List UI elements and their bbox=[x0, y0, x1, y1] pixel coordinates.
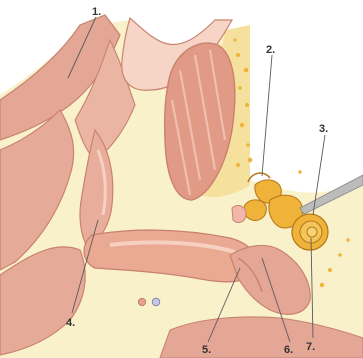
callout-5: 5. bbox=[202, 344, 211, 356]
callout-7: 7. bbox=[306, 341, 315, 353]
small-nerve bbox=[152, 298, 160, 306]
cochlea-inner bbox=[307, 227, 317, 237]
small-vessel bbox=[138, 298, 145, 305]
callout-3: 3. bbox=[319, 123, 328, 135]
callout-4: 4. bbox=[66, 317, 75, 329]
eardrum-pink bbox=[232, 206, 246, 223]
callout-1: 1. bbox=[92, 6, 101, 18]
callout-6: 6. bbox=[284, 344, 293, 356]
ossicle-lower bbox=[244, 200, 266, 221]
callout-2: 2. bbox=[266, 44, 275, 56]
